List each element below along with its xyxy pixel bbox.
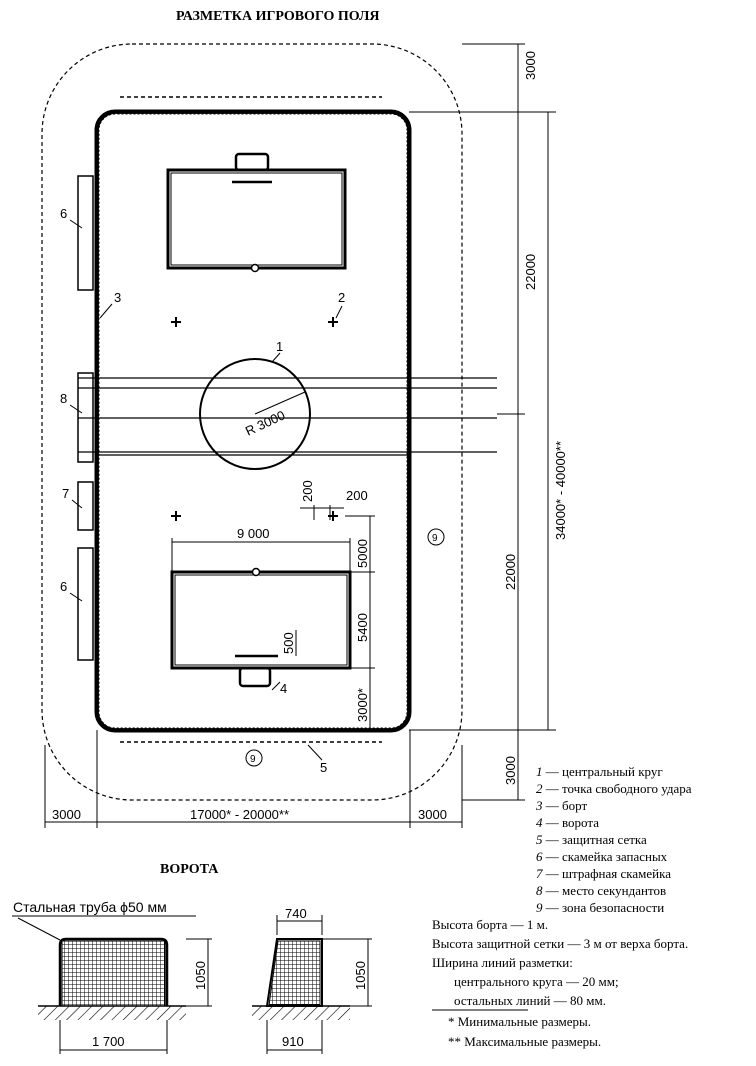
legend-item: 9 — зона безопасности	[536, 900, 665, 915]
dim-goal-offset: 500	[281, 632, 296, 654]
free-kick-point	[328, 317, 338, 327]
seconds-area	[77, 372, 94, 463]
marker-2: 2	[338, 290, 345, 305]
page-title: РАЗМЕТКА ИГРОВОГО ПОЛЯ	[176, 9, 380, 24]
dim-area-depth: 5000	[355, 539, 370, 568]
free-kick-point	[171, 317, 181, 327]
note: Высота борта — 1 м.	[432, 917, 549, 932]
dim-area-to-goal: 5400	[355, 613, 370, 642]
goal-front-frame	[58, 937, 169, 1006]
marker-7: 7	[62, 486, 69, 501]
legend-item: 2 — точка свободного удара	[536, 781, 692, 796]
legend-item: 1 — центральный круг	[536, 764, 663, 779]
dim-total-length: 34000* - 40000**	[553, 441, 568, 540]
marker-3: 3	[114, 290, 121, 305]
bench-substitutes-top	[77, 175, 94, 291]
dim-zone-top: 3000	[523, 51, 538, 80]
note: Высота защитной сетки — 3 м от верха бор…	[432, 936, 689, 951]
marker-6b: 6	[60, 579, 67, 594]
dim-cross-b: 200	[346, 488, 368, 503]
goal-bottom	[238, 666, 272, 688]
legend-item: 3 — борт	[536, 798, 588, 813]
marker-4: 4	[280, 681, 287, 696]
dim-goal-to-board: 3000*	[355, 688, 370, 722]
goal-title: ВОРОТА	[160, 862, 219, 877]
pipe-label: Стальная труба ϕ50 мм	[13, 899, 167, 915]
marker-8: 8	[60, 391, 67, 406]
marker-6: 6	[60, 206, 67, 221]
dim-side-bottom: 910	[282, 1034, 304, 1049]
footnotes: * Минимальные размеры. ** Максимальные р…	[448, 1012, 601, 1052]
dim-side-left: 3000	[52, 807, 81, 822]
legend-item: 7 — штрафная скамейка	[536, 866, 672, 881]
goal-area-top	[166, 168, 347, 270]
dim-zone-bottom: 3000	[503, 756, 518, 785]
free-kick-point	[171, 511, 181, 521]
bench-substitutes-bottom	[77, 547, 94, 661]
legend-item: 4 — ворота	[536, 815, 599, 830]
dim-side-height: 1050	[353, 961, 368, 990]
dim-area-width: 9 000	[237, 526, 270, 541]
dim-front-height: 1050	[193, 961, 208, 990]
dim-width: 17000* - 20000**	[190, 807, 289, 822]
legend-item: 5 — защитная сетка	[536, 832, 647, 847]
footnote: * Минимальные размеры.	[448, 1014, 592, 1029]
note: центрального круга — 20 мм;	[454, 974, 619, 989]
dim-side-right: 3000	[418, 807, 447, 822]
dim-front-width: 1 700	[92, 1034, 125, 1049]
center-circle	[199, 358, 311, 470]
marker-9: 9	[432, 533, 438, 544]
notes: Высота борта — 1 м. Высота защитной сетк…	[432, 915, 688, 1010]
goal-area-bottom	[170, 570, 352, 670]
legend: 1 — центральный круг 2 — точка свободног…	[536, 763, 692, 916]
board	[94, 109, 412, 733]
dim-half-top: 22000	[523, 254, 538, 290]
note: Ширина линий разметки:	[432, 955, 573, 970]
marker-1: 1	[276, 339, 283, 354]
penalty-bench	[77, 481, 94, 531]
dim-cross-a: 200	[300, 480, 315, 502]
safety-zone-outline	[41, 43, 463, 801]
footnote: ** Максимальные размеры.	[448, 1034, 602, 1049]
legend-item: 6 — скамейка запасных	[536, 849, 668, 864]
dim-half-bottom: 22000	[503, 554, 518, 590]
goal-top	[234, 152, 270, 172]
marker-9b: 9	[250, 754, 256, 765]
ground	[38, 1006, 186, 1020]
dim-side-top: 740	[285, 906, 307, 921]
legend-item: 8 — место секундантов	[536, 883, 667, 898]
dim-radius: R 3000	[243, 407, 287, 438]
marker-5: 5	[320, 760, 327, 775]
note: остальных линий — 80 мм.	[454, 993, 606, 1008]
